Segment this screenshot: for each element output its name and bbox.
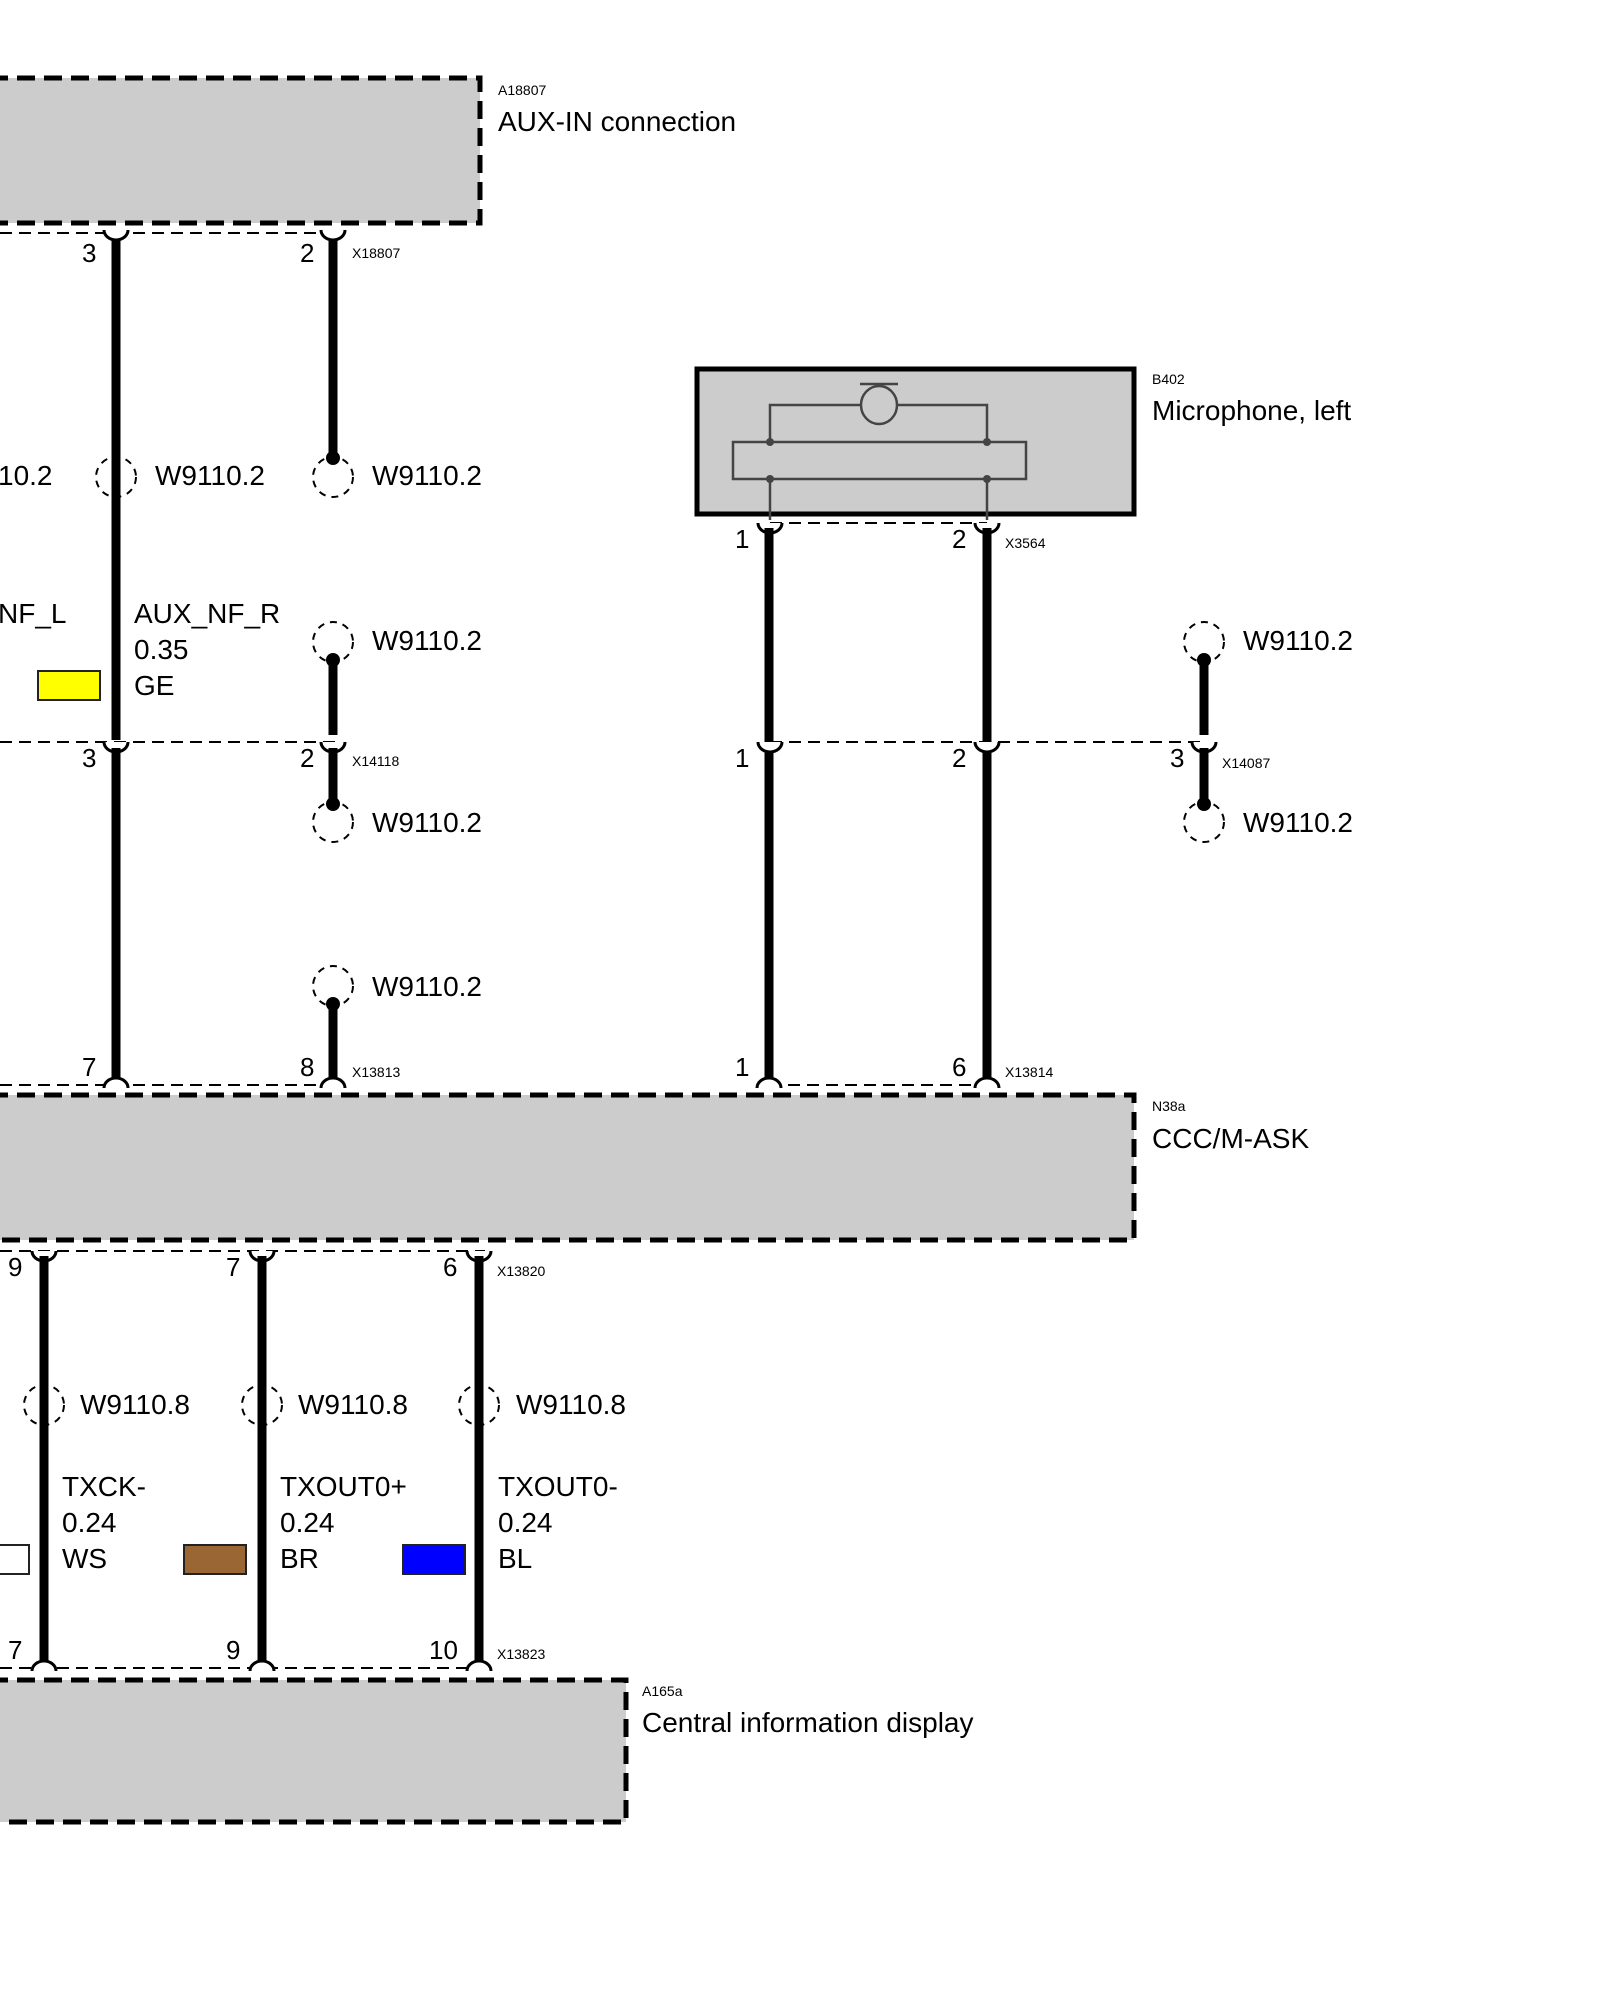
pin-label: 6: [952, 1052, 966, 1082]
aux-in-module-name: AUX-IN connection: [498, 106, 736, 137]
wire-gauge: 0.35: [134, 634, 189, 665]
connector-id: X13823: [497, 1646, 545, 1662]
pin-label: 1: [735, 1052, 749, 1082]
microphone-name: Microphone, left: [1152, 395, 1351, 426]
connector-pin-icon: [102, 229, 130, 242]
wire-color-swatch-white: [0, 1544, 30, 1575]
pin-label: 2: [300, 238, 314, 268]
connector-pin-icon: [319, 229, 347, 242]
connector-pin-icon: [755, 1076, 783, 1089]
terminal-dot-icon: [1197, 653, 1211, 667]
pin-label: 10: [429, 1635, 458, 1665]
wire-signal-name: TXOUT0+: [280, 1471, 407, 1502]
connector-id: X14118: [352, 753, 399, 769]
pin-label: 9: [226, 1635, 240, 1665]
cid-module-id: A165a: [642, 1683, 683, 1699]
connector-id: X13814: [1005, 1064, 1053, 1080]
ccc-module-box[interactable]: [0, 1092, 1137, 1243]
pin-label: 1: [735, 743, 749, 773]
splice-label: W9110.8: [298, 1389, 408, 1420]
pin-label: 7: [82, 1052, 96, 1082]
connector-pin-icon: [319, 1076, 347, 1089]
splice-label-partial: 10.2: [0, 460, 53, 491]
pin-label: 6: [443, 1252, 457, 1282]
wire-color-swatch-blue: [402, 1544, 466, 1575]
pin-label: 1: [735, 524, 749, 554]
splice-label: W9110.8: [516, 1389, 626, 1420]
wire-gauge: 0.24: [280, 1507, 335, 1538]
connector-pin-icon: [465, 1659, 493, 1672]
ccc-module-id: N38a: [1152, 1098, 1186, 1114]
splice-icon: [241, 1384, 283, 1426]
splice-label: W9110.8: [80, 1389, 190, 1420]
pin-label: 9: [8, 1252, 22, 1282]
wire-signal-name: AUX_NF_R: [134, 598, 280, 629]
connector-id: X14087: [1222, 755, 1270, 771]
pin-label: 7: [8, 1635, 22, 1665]
microphone-id: B402: [1152, 371, 1185, 387]
connector-id: X13813: [352, 1064, 400, 1080]
splice-icon: [312, 456, 354, 498]
cid-module-name: Central information display: [642, 1707, 974, 1738]
pin-label: 3: [82, 743, 96, 773]
wire-color-swatch-yellow: [37, 670, 101, 701]
wire-gauge: 0.24: [62, 1507, 117, 1538]
cid-module-box[interactable]: [0, 1677, 629, 1825]
splice-icon: [23, 1384, 65, 1426]
terminal-dot-icon: [326, 997, 340, 1011]
connector-id: X3564: [1005, 535, 1046, 551]
splice-label: W9110.2: [155, 460, 265, 491]
connector-pin-icon: [30, 1659, 58, 1672]
terminal-dot-icon: [326, 653, 340, 667]
wire-signal-partial: NF_L: [0, 598, 66, 629]
pin-label: 3: [1170, 743, 1184, 773]
splice-label: W9110.2: [372, 625, 482, 656]
connector-pin-icon: [756, 741, 784, 754]
splice-icon: [312, 801, 354, 843]
splice-icon: [458, 1384, 500, 1426]
wire-color-code: WS: [62, 1543, 107, 1574]
splice-icon: [1183, 801, 1225, 843]
connector-pin-icon: [102, 1076, 130, 1089]
splice-label: W9110.2: [372, 971, 482, 1002]
pin-label: 8: [300, 1052, 314, 1082]
connector-id: X18807: [352, 245, 400, 261]
wire-color-swatch-brown: [183, 1544, 247, 1575]
splice-label: W9110.2: [372, 460, 482, 491]
aux-in-module-box[interactable]: [0, 75, 483, 226]
wire-color-code: BR: [280, 1543, 319, 1574]
wire-color-code: BL: [498, 1543, 532, 1574]
pin-label: 2: [952, 743, 966, 773]
pin-label: 2: [300, 743, 314, 773]
terminal-dot-icon: [326, 797, 340, 811]
pin-label: 7: [226, 1252, 240, 1282]
splice-label: W9110.2: [372, 807, 482, 838]
wire-color-code: GE: [134, 670, 174, 701]
wire-gauge: 0.24: [498, 1507, 553, 1538]
ccc-module-name: CCC/M-ASK: [1152, 1123, 1309, 1154]
pin-label: 3: [82, 238, 96, 268]
aux-in-module-id: A18807: [498, 82, 546, 98]
connector-pin-icon: [973, 1076, 1001, 1089]
terminal-dot-icon: [1197, 797, 1211, 811]
pin-label: 2: [952, 524, 966, 554]
connector-id: X13820: [497, 1263, 545, 1279]
splice-label: W9110.2: [1243, 625, 1353, 656]
wire-signal-name: TXOUT0-: [498, 1471, 618, 1502]
microphone-symbol-icon: [731, 382, 1028, 520]
wire-signal-name: TXCK-: [62, 1471, 146, 1502]
splice-label: W9110.2: [1243, 807, 1353, 838]
connector-pin-icon: [973, 741, 1001, 754]
connector-pin-icon: [248, 1659, 276, 1672]
splice-icon: [95, 456, 137, 498]
